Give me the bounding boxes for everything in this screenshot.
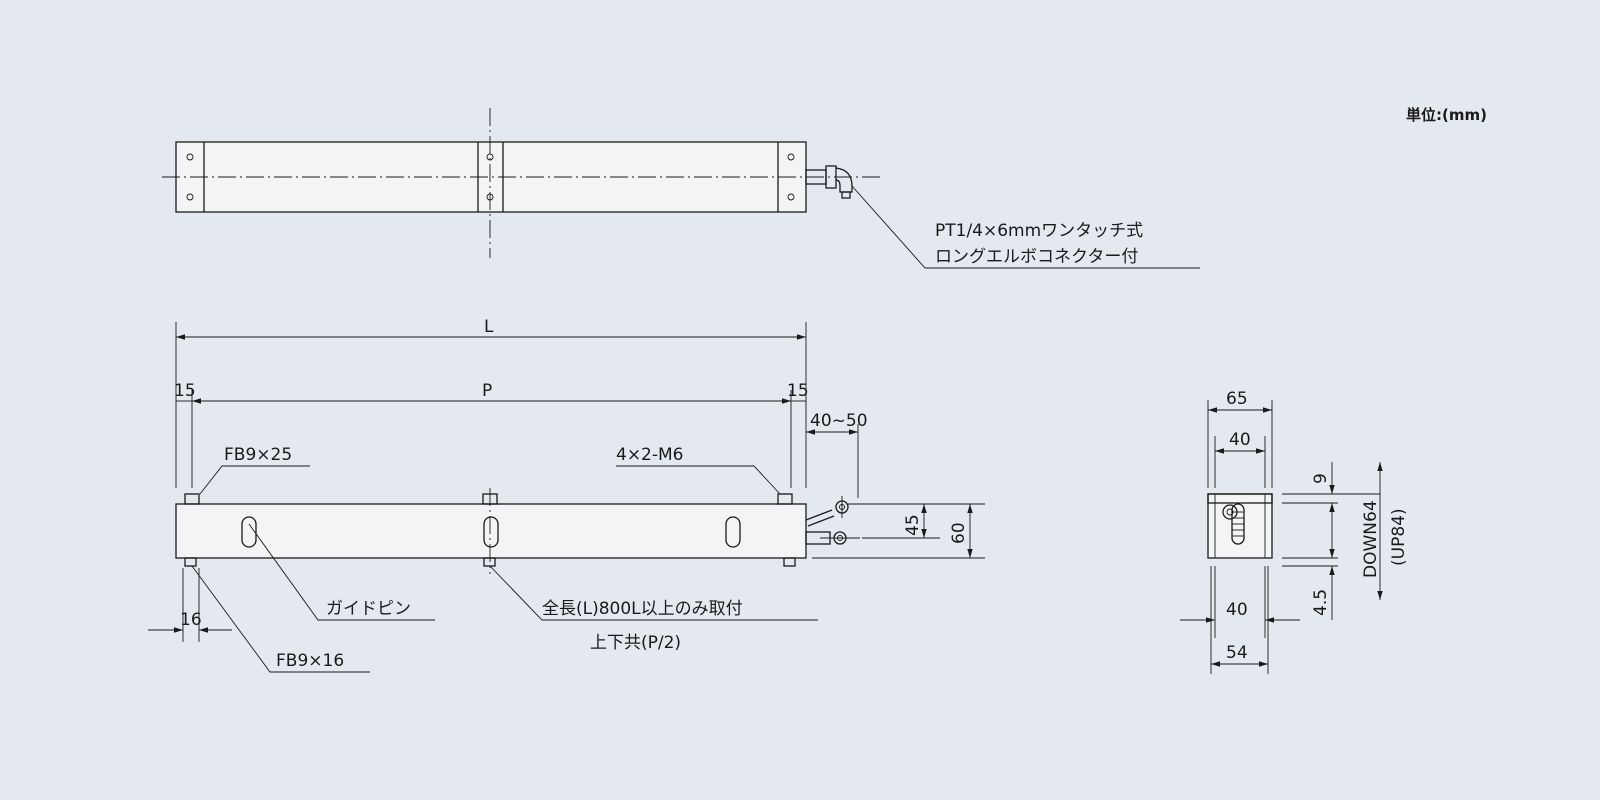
front-view-body: [175, 503, 807, 559]
guide-pin-slot: [725, 516, 741, 548]
mounting-hole: [486, 193, 494, 201]
top-mounting-plate: [184, 493, 200, 505]
dim-15-left-text: 15: [174, 381, 196, 401]
side-view-connector: [1222, 503, 1245, 545]
elbow-connector: [805, 165, 853, 199]
side-view: 65 40 9 DOWN64 (UP84) 4.5 40 54: [1180, 389, 1409, 674]
side-view-top-flange: [1207, 493, 1273, 504]
label-fb9x16: FB9×16: [276, 651, 344, 671]
dim-40-50-text: 40~50: [810, 411, 868, 431]
top-mounting-plate: [777, 493, 793, 505]
bottom-mounting-plate: [483, 557, 496, 567]
unit-label: 単位:(mm): [1406, 106, 1487, 124]
dim-up84-text: (UP84): [1389, 508, 1409, 566]
mounting-hole: [787, 193, 795, 201]
center-mount-leader: [489, 565, 818, 621]
dim-54-text: 54: [1226, 643, 1248, 663]
guide-pin-slot: [241, 516, 257, 548]
elbow-connector: [805, 496, 860, 545]
dim-L-text: L: [484, 317, 494, 337]
connector-leader: [851, 185, 1200, 269]
top-view: PT1/4×6mmワンタッチ式 ロングエルボコネクター付: [162, 108, 1200, 269]
front-view: L P 15 15 40~50 45 60 FB9×25 4×2-M6 ガイドピ…: [148, 317, 985, 673]
dim-40-top-text: 40: [1229, 430, 1251, 450]
fb9x25-leader: [199, 465, 310, 495]
guide-pin-slot: [483, 516, 499, 548]
dim-down64-text: DOWN64: [1361, 500, 1381, 578]
dim-40-bottom-text: 40: [1226, 600, 1248, 620]
label-fb9x25: FB9×25: [224, 445, 292, 465]
dim-60-text: 60: [949, 522, 969, 544]
label-guide-pin: ガイドピン: [326, 599, 411, 619]
mounting-hole: [186, 193, 194, 201]
bottom-mounting-plate: [184, 557, 197, 567]
connector-note-line1: PT1/4×6mmワンタッチ式: [935, 221, 1143, 241]
bottom-mounting-plate: [783, 557, 796, 567]
fb9x16-leader: [191, 565, 370, 673]
dim-65-text: 65: [1226, 389, 1248, 409]
mounting-hole: [186, 153, 194, 161]
dim-15-right-text: 15: [787, 381, 809, 401]
dim-4-5-text: 4.5: [1311, 589, 1331, 616]
guide-pin-leader: [248, 523, 435, 621]
m6-leader: [616, 465, 781, 495]
dim-P-text: P: [482, 381, 492, 401]
label-4x2-m6: 4×2-M6: [616, 445, 684, 465]
mounting-hole: [486, 153, 494, 161]
dim-45-text: 45: [903, 514, 923, 536]
label-center-mount-line1: 全長(L)800L以上のみ取付: [542, 599, 743, 619]
label-center-mount-line2: 上下共(P/2): [590, 633, 681, 653]
mounting-hole: [787, 153, 795, 161]
dim-9-text: 9: [1311, 473, 1331, 484]
connector-note-line2: ロングエルボコネクター付: [935, 247, 1138, 267]
dim-16-text: 16: [180, 610, 202, 630]
